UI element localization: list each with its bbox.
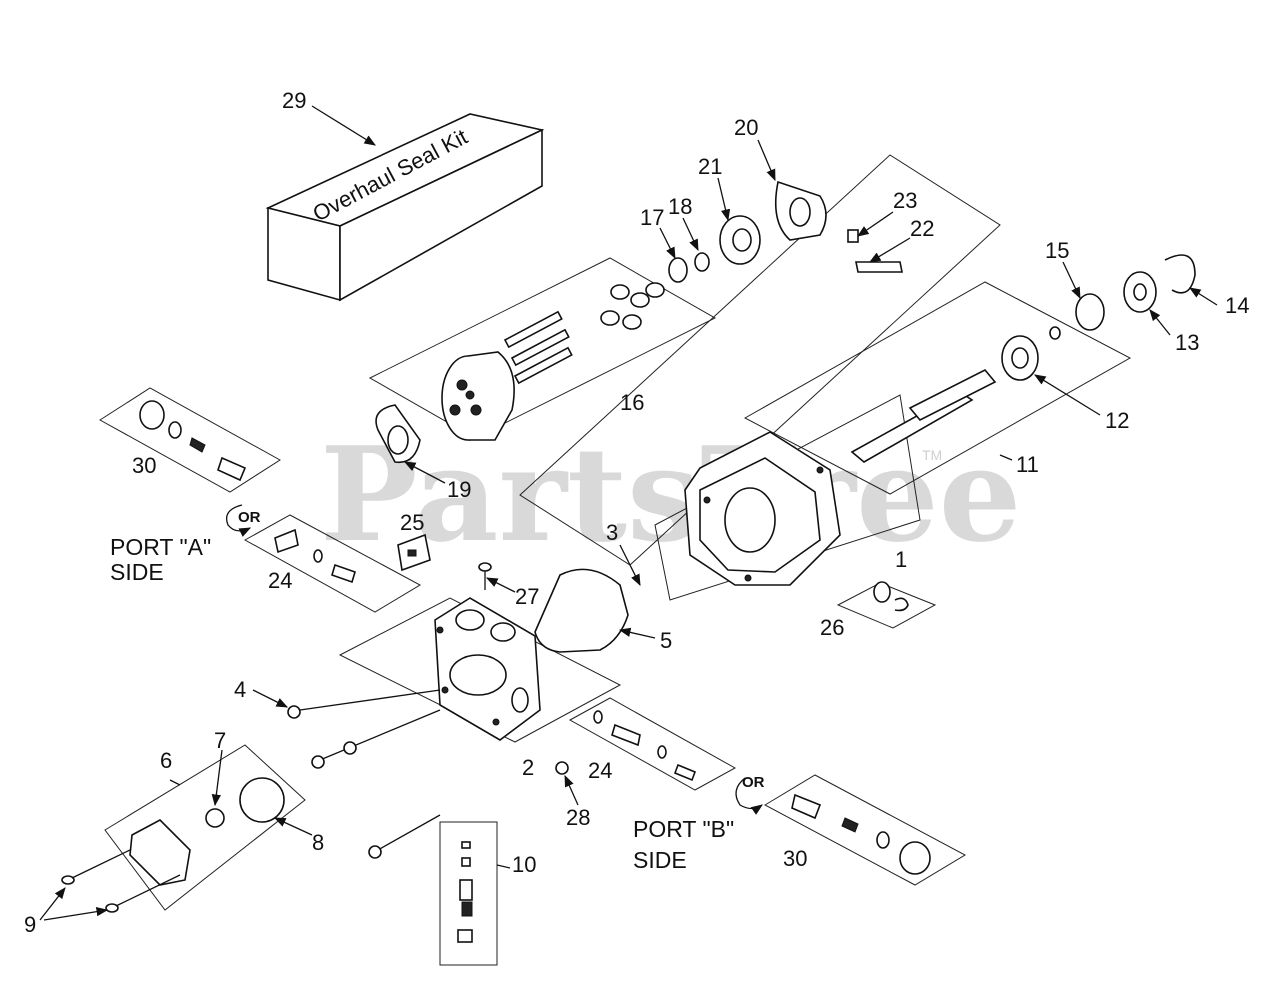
or-label-b: OR — [742, 774, 765, 791]
valve-assembly-b[interactable] — [593, 710, 697, 782]
port-a-label: PORT "A" SIDE — [110, 534, 211, 585]
plug-28[interactable] — [555, 761, 569, 775]
screw-27[interactable] — [478, 562, 492, 590]
callout-30b: 30 — [783, 846, 807, 871]
relief-valve-b[interactable] — [791, 793, 931, 875]
callout-4: 4 — [234, 677, 246, 702]
port-a-line2: SIDE — [110, 559, 164, 585]
callout-15: 15 — [1045, 238, 1069, 263]
callout-1: 1 — [895, 547, 907, 572]
check-valve-stack[interactable] — [457, 841, 473, 943]
callout-2: 2 — [522, 755, 534, 780]
callout-30a: 30 — [132, 453, 156, 478]
callout-3: 3 — [606, 520, 618, 545]
callout-7: 7 — [214, 728, 226, 753]
callout-20: 20 — [734, 115, 758, 140]
callout-19: 19 — [447, 477, 471, 502]
callout-17: 17 — [640, 205, 664, 230]
callout-24b: 24 — [588, 758, 612, 783]
callout-12: 12 — [1105, 408, 1129, 433]
callout-23: 23 — [893, 188, 917, 213]
seal-bearing-stack[interactable] — [668, 180, 827, 283]
watermark-tm: TM — [922, 447, 942, 463]
rotation-symbol-b: OR — [735, 774, 765, 815]
callout-numbers: 1 2 3 4 5 6 7 8 9 10 11 12 13 14 15 16 1… — [24, 88, 1249, 937]
gasket[interactable] — [534, 568, 629, 653]
relief-valve-a[interactable] — [139, 400, 247, 482]
input-shaft-assembly[interactable] — [850, 254, 1196, 463]
piston-block-assembly[interactable] — [441, 282, 665, 441]
shaft-seal[interactable] — [873, 581, 909, 612]
callout-28: 28 — [566, 805, 590, 830]
bolts[interactable] — [287, 689, 441, 859]
overhaul-seal-kit-box[interactable]: Overhaul Seal Kit — [265, 113, 545, 302]
callout-24a: 24 — [268, 568, 292, 593]
pump-housing[interactable] — [684, 431, 841, 586]
callout-22: 22 — [910, 216, 934, 241]
swash-plate[interactable] — [375, 404, 421, 464]
or-label-a: OR — [238, 509, 261, 526]
callout-26: 26 — [820, 615, 844, 640]
watermark-text: PartsTree — [320, 418, 1021, 571]
callout-27: 27 — [515, 584, 539, 609]
callout-11: 11 — [1016, 452, 1039, 477]
port-b-line1: PORT "B" — [633, 816, 734, 842]
port-a-line1: PORT "A" — [110, 534, 211, 560]
port-b-line2: SIDE — [633, 847, 687, 873]
callout-14: 14 — [1225, 293, 1249, 318]
callout-13: 13 — [1175, 330, 1199, 355]
callout-10: 10 — [512, 852, 536, 877]
port-b-label: PORT "B" SIDE — [633, 816, 734, 873]
decal-plate[interactable] — [397, 533, 431, 572]
callout-21: 21 — [698, 154, 722, 179]
callout-16: 16 — [620, 390, 644, 415]
callout-18: 18 — [668, 194, 692, 219]
leader-lines — [39, 105, 1218, 921]
pin-and-clip[interactable] — [847, 229, 903, 273]
callout-8: 8 — [312, 830, 324, 855]
bypass-cover[interactable] — [129, 777, 285, 886]
callout-5: 5 — [660, 628, 672, 653]
center-section[interactable] — [434, 597, 541, 741]
callout-29: 29 — [282, 88, 306, 113]
callout-9: 9 — [24, 912, 36, 937]
rotation-symbol-a: OR — [225, 504, 261, 537]
callout-6: 6 — [160, 748, 172, 773]
valve-assembly-a[interactable] — [274, 528, 356, 584]
callout-25: 25 — [400, 510, 424, 535]
